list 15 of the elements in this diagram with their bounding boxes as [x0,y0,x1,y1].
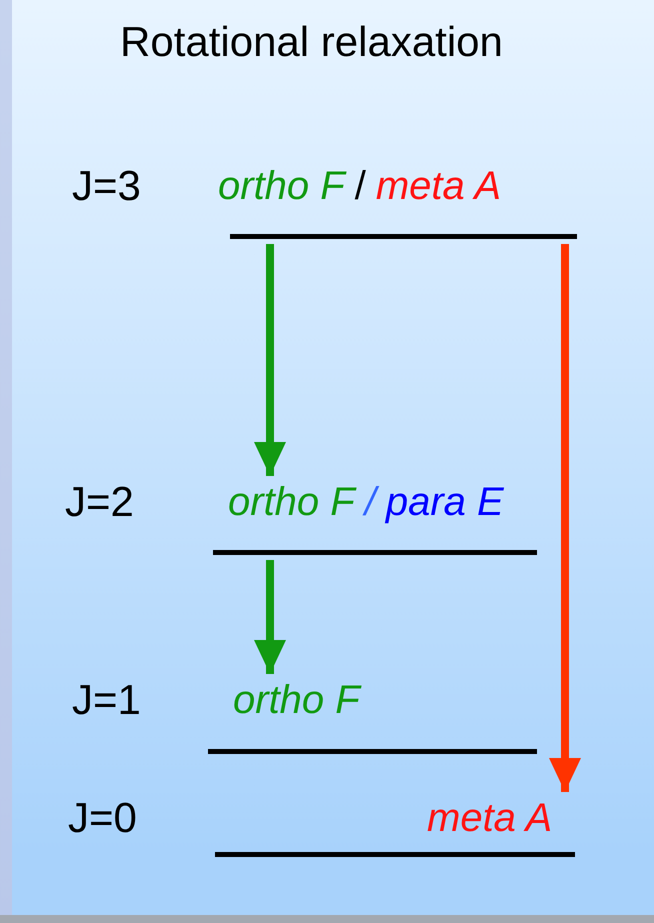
quantum-number-label: J=1 [72,676,141,724]
quantum-number-label: J=0 [68,794,137,842]
symmetry-label: ortho F [228,479,355,526]
quantum-number-label: J=3 [72,162,141,210]
symmetry-label: meta A [376,163,502,210]
symmetry-label: ortho F [218,163,345,210]
symmetry-label: ortho F [233,677,360,724]
transition-arrow [254,560,286,674]
quantum-number-label: J=2 [65,478,134,526]
symmetry-label: para E [386,479,504,526]
diagram-title: Rotational relaxation [120,18,503,66]
transition-arrow [549,244,581,792]
symmetry-label: meta A [427,795,552,842]
separator: / [354,163,366,210]
transition-arrow [254,244,286,476]
